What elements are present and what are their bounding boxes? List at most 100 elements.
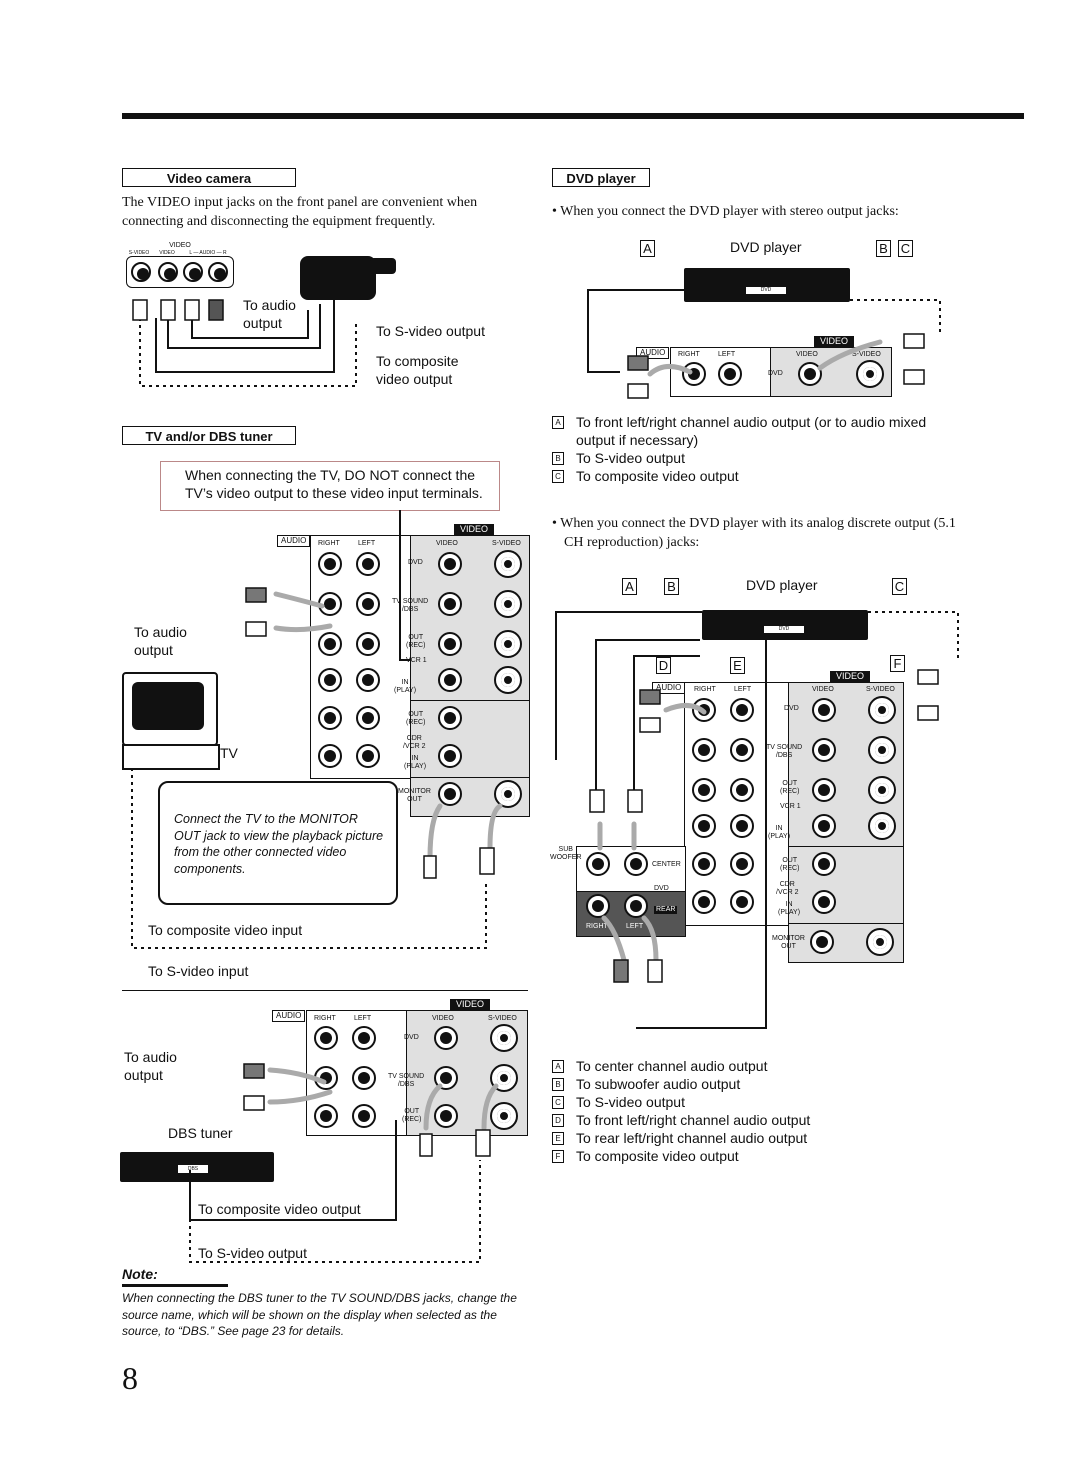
audio-right-jack[interactable] [692,890,716,914]
audio-left-jack[interactable] [356,706,380,730]
audio-left-jack[interactable] [718,362,742,386]
audio-right-jack[interactable] [318,552,342,576]
audio-right-jack[interactable] [318,632,342,656]
video-jack[interactable] [434,1066,458,1090]
dvd1-audio-plug-2-icon [627,383,649,399]
audio-right-jack[interactable] [318,668,342,692]
s-video-jack[interactable] [856,360,884,388]
video-jack[interactable] [438,632,462,656]
s-video-jack[interactable] [868,736,896,764]
audio-left-jack[interactable] [730,814,754,838]
dvd-stereo-intro-text: When you connect the DVD player with ste… [560,204,899,219]
front-panel-audio-label: L — AUDIO — R [189,250,227,256]
panel3-left-label: LEFT [718,351,736,358]
video-jack[interactable] [812,738,836,762]
audio-right-jack[interactable] [318,592,342,616]
video-jack[interactable] [798,362,822,386]
s-video-jack[interactable] [494,550,522,578]
audio-right-jack[interactable] [692,852,716,876]
dvd1-audio-cable [587,289,684,330]
s-video-jack[interactable] [494,630,522,658]
video-jack[interactable] [434,1104,458,1128]
monitor-video-jack[interactable] [438,782,462,806]
audio-right-jack[interactable] [314,1026,338,1050]
dvd1-player-icon: DVD [684,268,850,302]
audio-right-jack[interactable] [692,738,716,762]
audio-left-jack[interactable] [356,744,380,768]
rear-left-jack[interactable] [624,894,648,918]
panel4-out-rec2-label: OUT (REC) [780,857,800,872]
panel3-dvd-label: DVD [768,370,783,377]
audio-right-jack[interactable] [692,778,716,802]
audio-left-jack[interactable] [352,1066,376,1090]
tv-icon [122,672,218,746]
front-panel-video2-label: VIDEO [159,250,175,256]
video-jack[interactable] [438,668,462,692]
audio-left-jack[interactable] [356,668,380,692]
camera-svideo-plug-icon [132,299,148,321]
subwoofer-jack[interactable] [586,852,610,876]
front-video-jack[interactable] [158,262,178,282]
video-jack[interactable] [812,778,836,802]
audio-right-jack[interactable] [314,1066,338,1090]
s-video-jack[interactable] [494,666,522,694]
note-title: Note: [122,1266,158,1282]
video-jack[interactable] [812,814,836,838]
audio-left-jack[interactable] [730,778,754,802]
tv-composite-plug-icon [423,855,437,879]
dvd2-audio-plug-2-icon [639,717,661,733]
key-box: C [552,1096,564,1109]
dbs-audio-output-label: To audio output [124,1049,177,1083]
tv-audio-output-label: To audio output [134,624,187,658]
audio-left-jack[interactable] [356,632,380,656]
panel4-rear-left-label: LEFT [626,923,644,930]
audio-right-jack[interactable] [692,698,716,722]
monitor-s-video-jack[interactable] [494,780,522,808]
panel1-right-label: RIGHT [318,540,340,547]
audio-right-jack[interactable] [692,814,716,838]
s-video-jack[interactable] [868,812,896,840]
s-video-jack[interactable] [490,1024,518,1052]
audio-right-jack[interactable] [682,362,706,386]
audio-left-jack[interactable] [352,1104,376,1128]
audio-left-jack[interactable] [356,552,380,576]
front-audio-l-jack[interactable] [183,262,203,282]
audio-left-jack[interactable] [730,738,754,762]
audio-left-jack[interactable] [730,852,754,876]
s-video-jack[interactable] [868,776,896,804]
s-video-jack[interactable] [866,928,894,956]
video-jack[interactable] [434,1026,458,1050]
video-jack[interactable] [438,552,462,576]
front-svideo-jack[interactable] [131,262,151,282]
video-jack[interactable] [812,852,836,876]
audio-left-jack[interactable] [352,1026,376,1050]
video-jack[interactable] [438,744,462,768]
s-video-jack[interactable] [490,1064,518,1092]
key-box: E [552,1132,564,1145]
dvd2-key-d: D [656,657,671,674]
rear-right-jack[interactable] [586,894,610,918]
panel1-out-rec2-label: OUT (REC) [406,711,426,726]
video-jack[interactable] [438,706,462,730]
video-jack[interactable] [812,890,836,914]
dvd2-rear-plug-2-icon [647,959,663,983]
s-video-jack[interactable] [868,696,896,724]
video-jack[interactable] [812,698,836,722]
s-video-jack[interactable] [494,590,522,618]
audio-left-jack[interactable] [356,592,380,616]
audio-right-jack[interactable] [314,1104,338,1128]
audio-right-jack[interactable] [318,706,342,730]
key-text: To composite video output [576,1148,739,1164]
audio-left-jack[interactable] [730,890,754,914]
panel4-rear-right-label: RIGHT [586,923,608,930]
video-jack[interactable] [438,592,462,616]
front-audio-r-jack[interactable] [208,262,228,282]
monitor-video-jack[interactable] [810,930,834,954]
audio-left-jack[interactable] [730,698,754,722]
audio-right-jack[interactable] [318,744,342,768]
s-video-jack[interactable] [490,1102,518,1130]
center-jack[interactable] [624,852,648,876]
